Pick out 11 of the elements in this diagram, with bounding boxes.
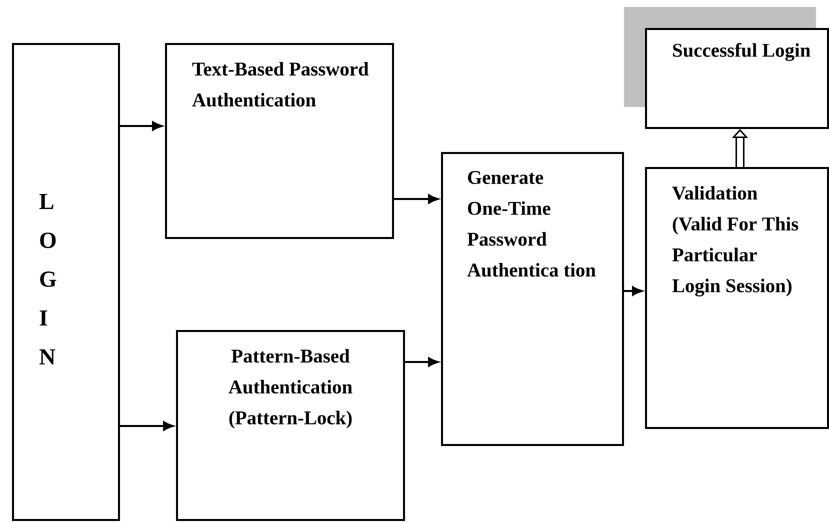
result-box: Successful Login bbox=[624, 7, 829, 129]
arrow bbox=[120, 421, 174, 431]
arrow bbox=[394, 194, 438, 204]
process-box: Generate One-Time Password Authentica tion bbox=[441, 152, 624, 446]
arrow bbox=[624, 286, 642, 296]
process-box: Validation (Valid For This Particular Login Session) bbox=[645, 167, 829, 429]
login-box: L O G I N bbox=[12, 43, 120, 521]
process-box: Text-Based Password Authentication bbox=[165, 43, 394, 239]
arrow bbox=[120, 121, 162, 131]
process-box: Pattern-Based Authentication (Pattern-Lock) bbox=[176, 330, 405, 521]
arrow bbox=[405, 357, 438, 367]
